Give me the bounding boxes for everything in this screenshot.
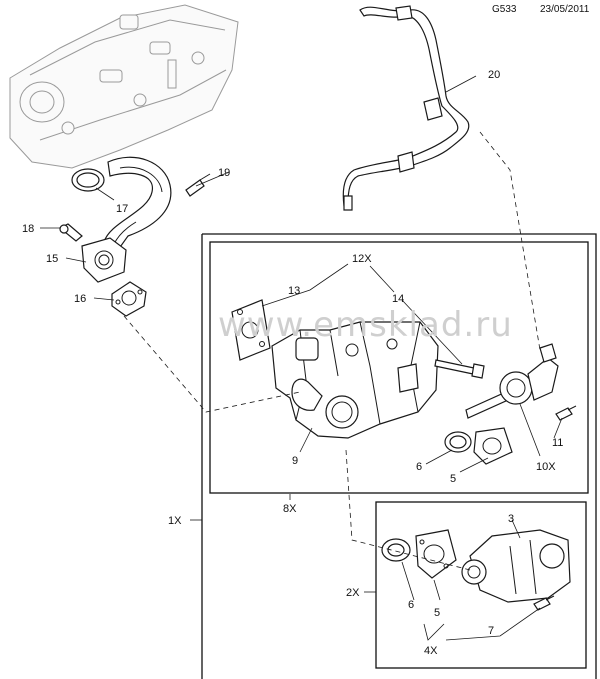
- part-3-valve-body: [461, 529, 571, 603]
- diagram-code: G533: [492, 4, 517, 15]
- subassembly-frame-2x: [375, 501, 587, 669]
- callout-17: 17: [116, 203, 128, 215]
- callout-4x: 4X: [424, 645, 438, 657]
- part-11-bolt: [555, 405, 577, 421]
- alignment-line-housing-2x: [345, 449, 471, 571]
- callout-8x: 8X: [283, 503, 297, 515]
- alignment-line-hose-valve: [479, 131, 541, 351]
- callout-7: 7: [488, 625, 494, 637]
- callout-14: 14: [392, 293, 404, 305]
- callout-20: 20: [488, 69, 500, 81]
- part-16-gasket: [111, 281, 147, 317]
- callout-19: 19: [218, 167, 230, 179]
- callout-18: 18: [22, 223, 34, 235]
- intake-manifold-ghost: [9, 4, 239, 169]
- part-6-seal-upper: [444, 431, 472, 453]
- callout-15: 15: [46, 253, 58, 265]
- part-5-gasket-lower: [415, 529, 457, 579]
- callout-6-lower: 6: [408, 599, 414, 611]
- alignment-line-pipe-housing: [123, 315, 301, 413]
- callout-11: 11: [552, 437, 563, 449]
- callout-2x: 2X: [346, 587, 360, 599]
- egr-pipe: [103, 156, 172, 251]
- callout-6-upper: 6: [416, 461, 422, 473]
- part-17-seal-ring: [71, 168, 105, 192]
- part-7-bolt: [533, 595, 555, 611]
- callout-5-lower: 5: [434, 607, 440, 619]
- part-6-seal-lower: [381, 538, 411, 562]
- assembly-frame-1x: [201, 233, 597, 679]
- callout-10x: 10X: [536, 461, 556, 473]
- part-13-gasket: [231, 299, 271, 361]
- callout-1x: 1X: [168, 515, 182, 527]
- callout-3: 3: [508, 513, 514, 525]
- subassembly-frame-8x: [209, 241, 589, 494]
- callout-5-upper: 5: [450, 473, 456, 485]
- diagram-date: 23/05/2011: [540, 4, 590, 15]
- part-9-egr-housing: [271, 321, 439, 439]
- leader-lines: [40, 75, 563, 641]
- watermark: www.emsklad.ru: [218, 305, 513, 345]
- callout-13: 13: [288, 285, 300, 297]
- part-18-bolt: [58, 223, 83, 242]
- part-20-vacuum-hose: [342, 5, 470, 211]
- callout-9: 9: [292, 455, 298, 467]
- part-5-gasket-upper: [473, 427, 513, 465]
- callout-16: 16: [74, 293, 86, 305]
- part-19-bolt: [185, 173, 211, 197]
- part-10x-valve-actuator: [465, 343, 559, 419]
- part-15-flange: [81, 237, 127, 283]
- part-14-long-bolt: [434, 359, 485, 379]
- callout-12x: 12X: [352, 253, 372, 265]
